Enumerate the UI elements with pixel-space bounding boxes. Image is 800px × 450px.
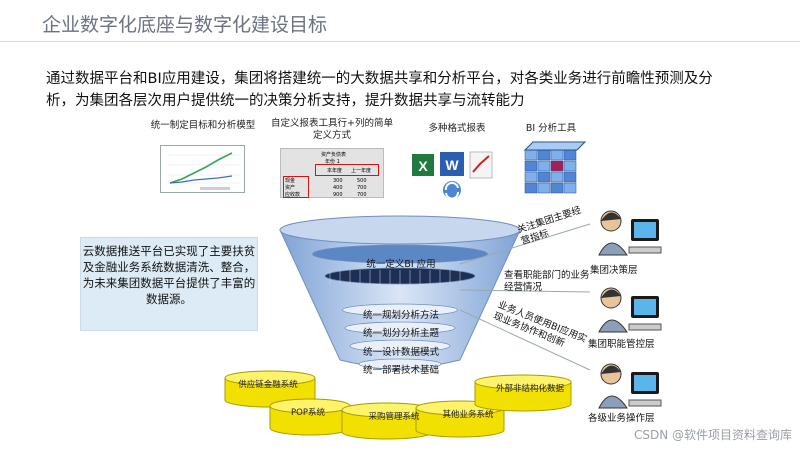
database-cylinders [224,370,572,440]
tool-label-target-model: 统一制定目标和分析模型 [150,120,256,131]
funnel-layer-3: 统一划分分析主题 [362,328,439,339]
db-label-pop: POP系统 [291,408,325,418]
office-format-icons: X W [412,151,493,200]
funnel-layer-4: 统一设计数据模式 [362,347,439,358]
report-rows: 现金资产应收款 [285,178,301,198]
svg-text:X: X [418,158,428,174]
title-divider [0,41,800,42]
intro-paragraph: 通过数据平台和BI应用建设，集团将搭建统一的大数据共享和分析平台，对各类业务进行… [46,71,713,109]
side-note-box: 云数据推送平台已实现了主要扶贫及金融业务系统数据清洗、整合，为未来集团数据平台提… [80,237,258,331]
report-col2: 上一年度 [351,168,372,174]
db-label-external: 外部非结构化数据 [495,384,564,394]
bi-cube-icon [523,141,587,194]
arrow-text-function: 查看职能部门的业务经营情况 [504,270,590,293]
person-computer-icon [598,287,662,333]
report-header: 资产负债表 [321,152,347,158]
line-chart-thumbnail [160,145,245,193]
user-arrows [459,223,591,371]
db-label-procurement: 采购管理系统 [368,412,420,422]
funnel-layer-2: 统一规划分析方法 [362,310,439,321]
tool-label-multi-format: 多种格式报表 [428,123,486,134]
svg-text:W: W [445,157,459,173]
user-label-decision: 集团决策层 [590,265,638,276]
tool-label-bi-tool: BI 分析工具 [525,123,577,134]
tool-label-custom-report: 自定义报表工具行+列的简单定义方式 [271,118,393,141]
funnel-layer-1: 统一定义BI 应用 [366,259,436,270]
report-col1: 本年度 [327,168,343,174]
person-computer-icon [598,363,662,409]
db-label-supply-chain: 供应链金融系统 [238,380,298,390]
user-label-operation: 各级业务操作层 [588,413,655,424]
page-title: 企业数字化底座与数字化建设目标 [42,14,328,36]
footer-watermark: CSDN @软件项目资料查询库 [633,428,792,442]
report-sub: 年份 1 [325,159,340,165]
funnel-diagram [279,215,521,370]
user-label-function: 集团职能管控层 [588,339,655,350]
db-label-other: 其他业务系统 [442,410,494,420]
person-computer-icon [598,210,662,256]
funnel-layer-5: 统一部署技术基础 [362,365,439,376]
